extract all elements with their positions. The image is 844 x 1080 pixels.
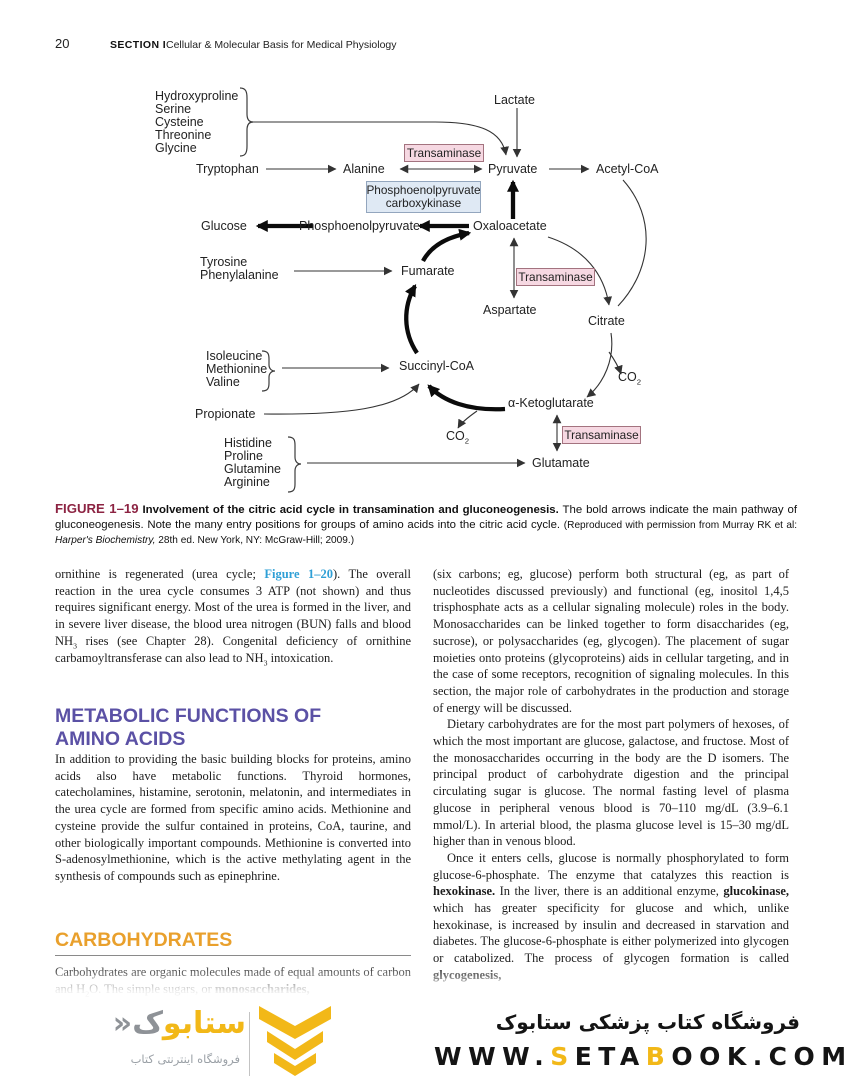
label-glucose: Glucose xyxy=(201,219,247,233)
label-lactate: Lactate xyxy=(494,93,536,107)
label-alanine: Alanine xyxy=(343,162,385,176)
amino-group-fumarate: Tyrosine Phenylalanine xyxy=(200,255,279,282)
label-co2-left: CO2 xyxy=(446,429,470,446)
section-title: Cellular & Molecular Basis for Medical P… xyxy=(166,39,397,51)
label-succinyl-coa: Succinyl-CoA xyxy=(399,359,475,373)
heading-rule xyxy=(55,955,411,956)
paragraph-dietary-carbohydrates: Dietary carbohydrates are for the most p… xyxy=(433,717,789,849)
enzyme-box-transaminase-1: Transaminase xyxy=(404,144,484,162)
arrow-co2-branch-right xyxy=(608,351,623,375)
label-propionate: Propionate xyxy=(195,407,256,421)
label-phosphoenolpyruvate: Phosphoenolpyruvate xyxy=(299,219,420,233)
label-glutamate: Glutamate xyxy=(532,456,590,470)
label-acetyl-coa: Acetyl-CoA xyxy=(596,162,659,176)
paragraph-hexoses-roles: (six carbons; eg, glucose) perform both … xyxy=(433,567,789,715)
section-label: SECTION I xyxy=(110,39,167,51)
logo-chevrons-icon xyxy=(259,1006,331,1076)
arrow-propionate-to-succinylcoa xyxy=(263,383,420,415)
enzyme-box-transaminase-3: Transaminase xyxy=(562,426,641,444)
amino-group-succinylcoa: Isoleucine Methionine Valine xyxy=(206,349,268,389)
bold-arrow-succinylcoa-to-fumarate xyxy=(404,284,419,355)
brace-group3 xyxy=(261,350,276,392)
arrow-acetylcoa-to-citrate xyxy=(617,179,647,307)
arrow-oxaloacetate-to-citrate xyxy=(547,236,613,306)
right-column: (six carbons; eg, glucose) perform both … xyxy=(433,566,789,984)
amino-group-pyruvate: Hydroxyproline Serine Cysteine Threonine… xyxy=(155,89,239,155)
enzyme-box-transaminase-2: Transaminase xyxy=(516,268,595,286)
website-url[interactable]: WWW.SETABOOK.COM xyxy=(434,1042,844,1071)
figure-caption: FIGURE 1–19 Involvement of the citric ac… xyxy=(55,501,797,547)
label-oxaloacetate: Oxaloacetate xyxy=(473,219,547,233)
arrow-citrate-to-ketoglutarate xyxy=(586,332,613,398)
paragraph-glucose-phosphorylation: Once it enters cells, glucose is normall… xyxy=(433,850,789,982)
diagram-arrows xyxy=(239,87,647,493)
paragraph-amino-functions: In addition to providing the basic build… xyxy=(55,752,411,883)
bold-arrow-ketoglutarate-to-succinylcoa xyxy=(427,384,506,412)
brace-group1 xyxy=(239,87,254,157)
paragraph-carbohydrates-intro: Carbohydrates are organic molecules made… xyxy=(55,965,411,999)
logo-divider xyxy=(249,1012,250,1076)
enzyme-box-pepck: Phosphoenolpyruvate carboxykinase xyxy=(366,181,481,213)
label-tryptophan: Tryptophan xyxy=(196,162,259,176)
setabook-logo-tagline: فروشگاه اینترنتی کتاب xyxy=(130,1052,240,1066)
store-title-persian: فروشگاه کتاب پزشکی ستابوک xyxy=(495,1010,800,1034)
heading-carbohydrates: CARBOHYDRATES xyxy=(55,929,233,951)
brace-group4 xyxy=(287,436,302,493)
label-citrate: Citrate xyxy=(588,314,625,328)
amino-group-glutamate: Histidine Proline Glutamine Arginine xyxy=(224,436,281,489)
label-co2-right: CO2 xyxy=(618,370,642,387)
label-pyruvate: Pyruvate xyxy=(488,162,538,176)
page-number: 20 xyxy=(55,36,70,51)
paragraph-urea-cycle: ornithine is regenerated (urea cycle; Fi… xyxy=(55,567,412,667)
arrow-co2-branch-left xyxy=(457,410,478,429)
label-aspartate: Aspartate xyxy=(483,303,537,317)
bold-arrow-fumarate-to-oxaloacetate xyxy=(421,228,472,263)
arrow-group1-to-pyruvate xyxy=(252,121,509,156)
setabook-logo-wordmark: ستابوک« xyxy=(112,1006,246,1041)
label-alpha-ketoglutarate: α-Ketoglutarate xyxy=(508,396,594,410)
label-fumarate: Fumarate xyxy=(401,264,455,278)
heading-metabolic-functions: METABOLIC FUNCTIONS OF AMINO ACIDS xyxy=(55,705,322,750)
